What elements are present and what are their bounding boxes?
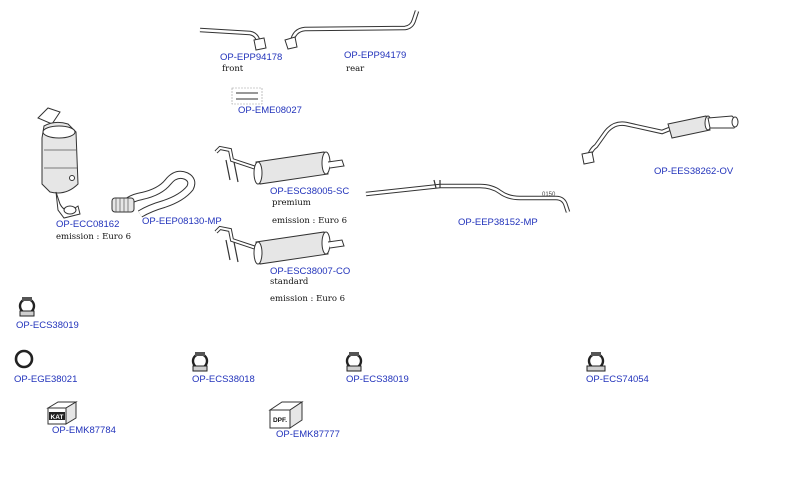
part-label-ecs74054[interactable]: OP-ECS74054 <box>586 374 649 385</box>
dpf-kit-box-icon[interactable]: DPF. <box>268 401 304 429</box>
catalytic-converter-icon[interactable] <box>37 107 81 219</box>
pipe-marking-text: 0150 <box>542 192 556 198</box>
part-note-rear: rear <box>346 64 365 74</box>
part-label-ecc08162[interactable]: OP-ECC08162 <box>56 219 120 230</box>
flexible-pipe-front-icon[interactable] <box>199 27 267 51</box>
clamp-icon[interactable] <box>191 352 209 372</box>
part-label-eep38152[interactable]: OP-EEP38152-MP <box>458 217 538 228</box>
clamp-icon[interactable] <box>18 297 36 317</box>
part-label-ege38021[interactable]: OP-EGE38021 <box>14 374 78 385</box>
part-note-front: front <box>222 64 244 74</box>
middle-pipe-icon[interactable] <box>365 179 571 213</box>
particulate-filter-premium-icon[interactable] <box>214 145 345 185</box>
gasket-ring-icon[interactable] <box>14 349 34 369</box>
part-label-eep08130[interactable]: OP-EEP08130-MP <box>142 216 222 227</box>
part-label-epp94179[interactable]: OP-EPP94179 <box>344 50 407 61</box>
kat-kit-box-icon[interactable]: KAT <box>46 401 78 425</box>
part-label-ecs38018[interactable]: OP-ECS38018 <box>192 374 255 385</box>
part-label-ecs38019-b[interactable]: OP-ECS38019 <box>346 374 409 385</box>
part-note-esc38005-emission: emission : Euro 6 <box>272 216 348 226</box>
part-label-ees38262[interactable]: OP-EES38262-OV <box>654 166 734 177</box>
kat-badge-text: KAT <box>51 414 64 421</box>
part-note-esc38007-emission: emission : Euro 6 <box>270 294 346 304</box>
rear-silencer-icon[interactable] <box>581 115 739 165</box>
flex-pipe-icon[interactable] <box>111 170 196 218</box>
part-note-premium: premium <box>272 198 311 208</box>
clamp-icon[interactable] <box>345 352 363 372</box>
part-label-emk87784[interactable]: OP-EMK87784 <box>52 425 116 436</box>
part-label-emk87777[interactable]: OP-EMK87777 <box>276 429 340 440</box>
mounting-kit-label-icon[interactable] <box>231 87 263 105</box>
clamp-icon[interactable] <box>586 352 606 372</box>
flexible-pipe-rear-icon[interactable] <box>284 10 420 50</box>
part-label-esc38007[interactable]: OP-ESC38007-CO <box>270 266 351 277</box>
part-note-standard: standard <box>270 277 309 287</box>
part-label-esc38005[interactable]: OP-ESC38005-SC <box>270 186 350 197</box>
part-label-eme08027[interactable]: OP-EME08027 <box>238 105 302 116</box>
part-label-ecs38019-a[interactable]: OP-ECS38019 <box>16 320 79 331</box>
particulate-filter-standard-icon[interactable] <box>214 225 345 265</box>
part-note-ecc08162-emission: emission : Euro 6 <box>56 232 132 242</box>
dpf-badge-text: DPF. <box>273 417 287 424</box>
part-label-epp94178[interactable]: OP-EPP94178 <box>220 52 283 63</box>
